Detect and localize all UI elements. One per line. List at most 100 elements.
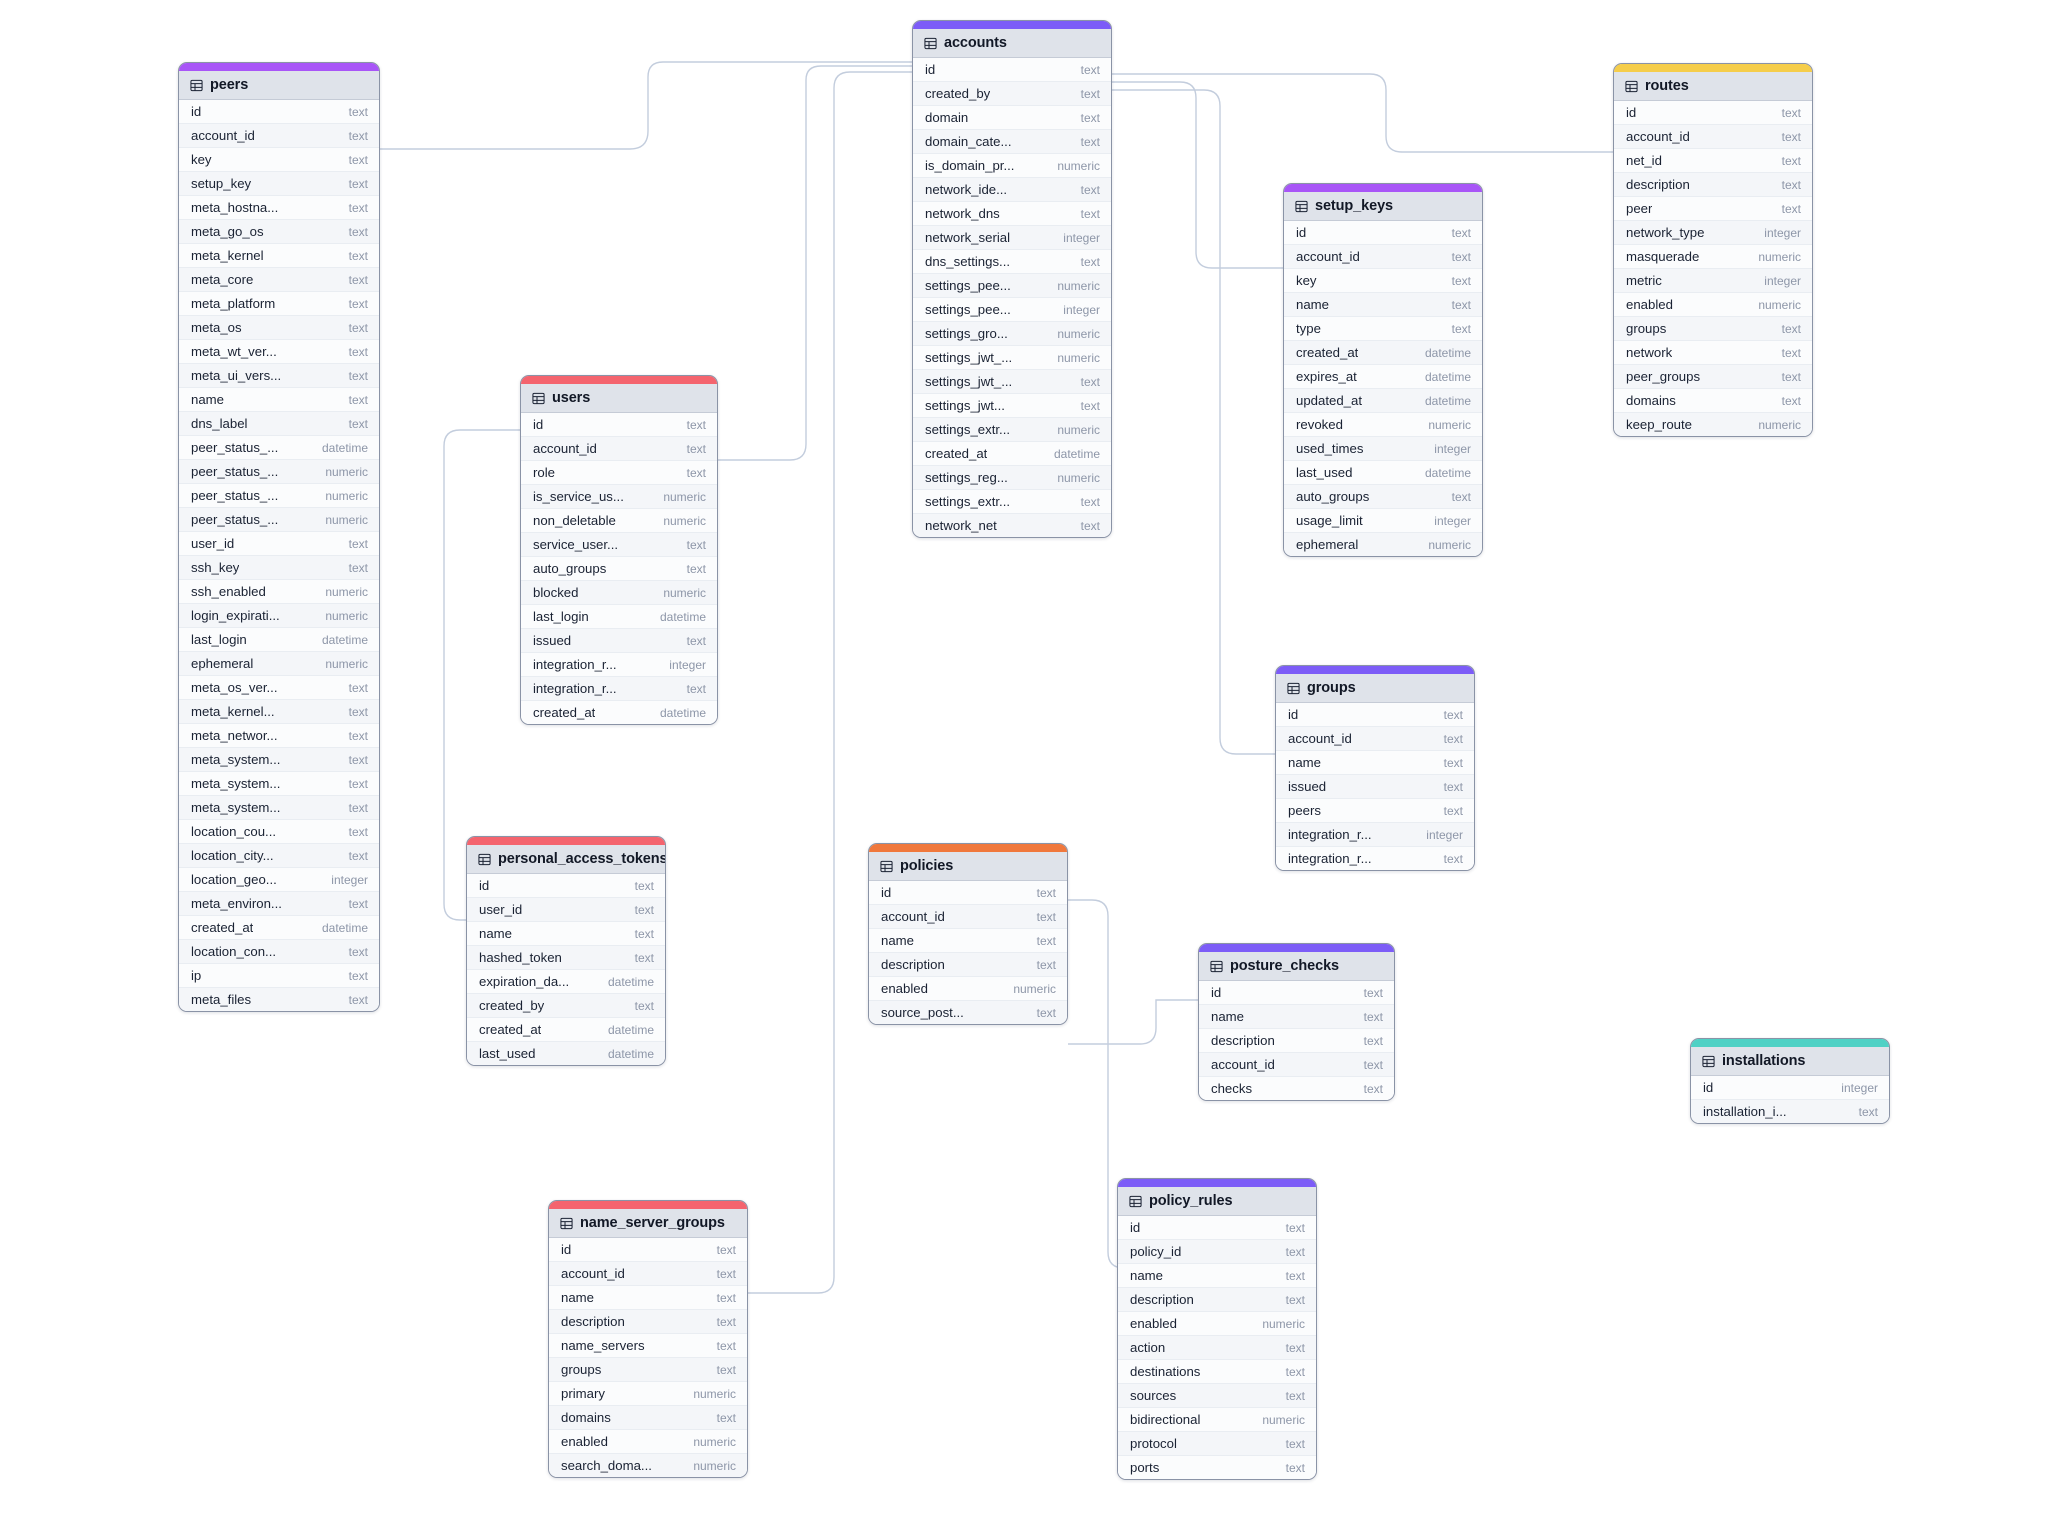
table-header[interactable]: peers xyxy=(179,71,379,100)
field-row[interactable]: settings_jwt...text xyxy=(913,394,1111,418)
table-header[interactable]: policy_rules xyxy=(1118,1187,1316,1216)
field-row[interactable]: peer_status_...datetime xyxy=(179,436,379,460)
field-row[interactable]: integration_r...text xyxy=(521,677,717,701)
table-header[interactable]: policies xyxy=(869,852,1067,881)
field-row[interactable]: meta_wt_ver...text xyxy=(179,340,379,364)
field-row[interactable]: meta_environ...text xyxy=(179,892,379,916)
field-row[interactable]: peer_status_...numeric xyxy=(179,484,379,508)
table-header[interactable]: name_server_groups xyxy=(549,1209,747,1238)
field-row[interactable]: domain_cate...text xyxy=(913,130,1111,154)
table-header[interactable]: users xyxy=(521,384,717,413)
field-row[interactable]: settings_extr...numeric xyxy=(913,418,1111,442)
field-row[interactable]: dns_settings...text xyxy=(913,250,1111,274)
field-row[interactable]: is_domain_pr...numeric xyxy=(913,154,1111,178)
field-row[interactable]: source_post...text xyxy=(869,1001,1067,1024)
field-row[interactable]: peer_status_...numeric xyxy=(179,460,379,484)
field-row[interactable]: network_ide...text xyxy=(913,178,1111,202)
field-row[interactable]: expiration_da...datetime xyxy=(467,970,665,994)
field-row[interactable]: location_geo...integer xyxy=(179,868,379,892)
table-header[interactable]: accounts xyxy=(913,29,1111,58)
table-header[interactable]: setup_keys xyxy=(1284,192,1482,221)
field-row[interactable]: location_cou...text xyxy=(179,820,379,844)
field-row[interactable]: service_user...text xyxy=(521,533,717,557)
field-row[interactable]: settings_extr...text xyxy=(913,490,1111,514)
field-row[interactable]: search_doma...numeric xyxy=(549,1454,747,1477)
field-row[interactable]: meta_system...text xyxy=(179,796,379,820)
